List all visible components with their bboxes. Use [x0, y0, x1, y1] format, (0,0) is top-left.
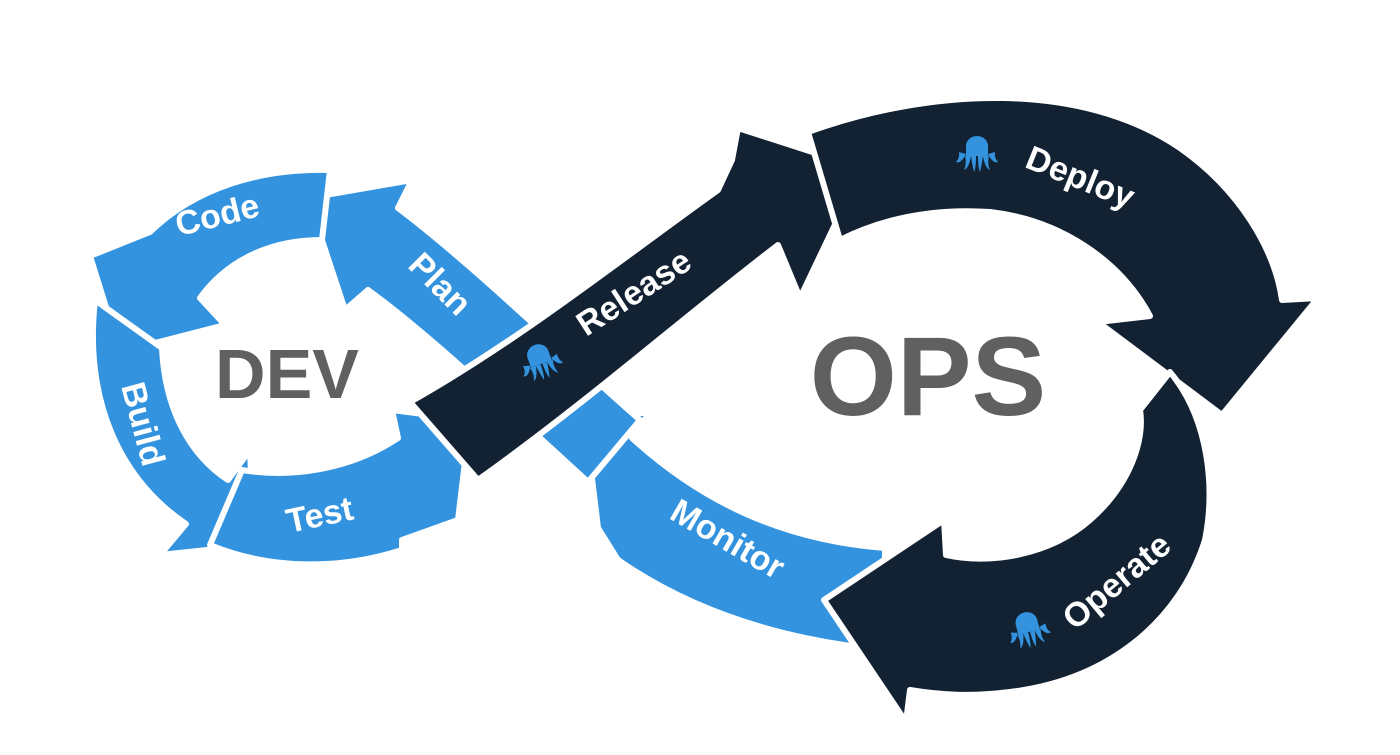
deploy-arrow [805, 94, 1321, 418]
ops-hub-label: OPS [810, 314, 1047, 439]
operate-arrow [821, 369, 1213, 725]
dev-hub-label: DEV [215, 335, 359, 413]
code-arrow [87, 166, 333, 355]
test-arrow [207, 407, 473, 568]
build-arrow [89, 297, 257, 558]
